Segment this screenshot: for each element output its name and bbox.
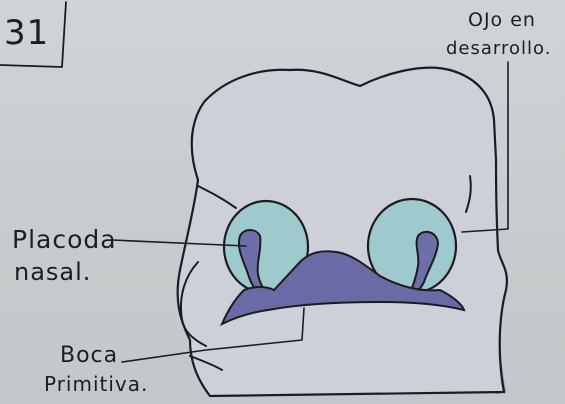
nasal-label-line1: Placoda — [12, 225, 117, 254]
nasal-label-line2: nasal. — [14, 258, 91, 286]
page-number: 31 — [4, 13, 49, 53]
page-number-box: 31 — [0, 2, 66, 67]
mouth-label-line2: Primitiva. — [44, 372, 148, 396]
mouth-label-line1: Boca — [60, 343, 118, 368]
eye-label-line2: desarrollo. — [446, 38, 551, 59]
eye-label-line1: OJo en — [468, 9, 536, 31]
